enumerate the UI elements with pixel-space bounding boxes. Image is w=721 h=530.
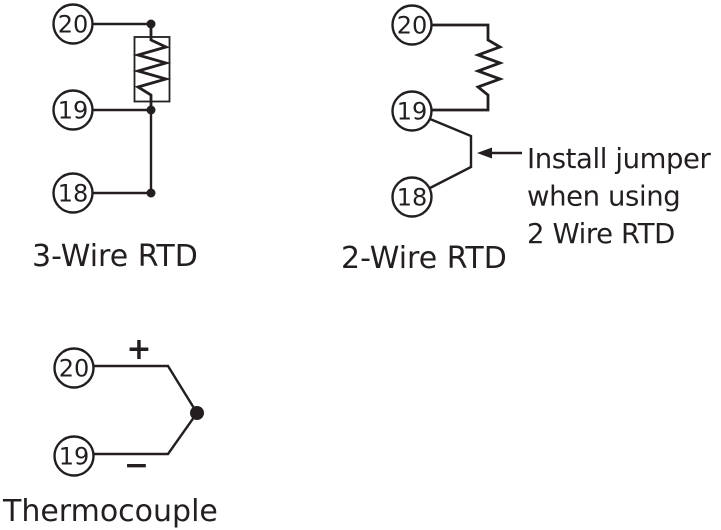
three-wire-rtd-diagram: 20 19 18 3-Wire RTD — [32, 3, 198, 274]
terminal-label: 20 — [58, 11, 89, 39]
resistor-zigzag — [132, 24, 172, 110]
section-label-three-wire-rtd: 3-Wire RTD — [32, 239, 198, 274]
terminal-circle-19 — [391, 90, 433, 132]
terminal-label: 18 — [58, 180, 89, 208]
terminal-circle-18 — [391, 176, 433, 218]
thermocouple-junction-dot — [190, 406, 204, 420]
jumper-wire — [429, 117, 473, 190]
section-label-thermocouple: Thermocouple — [2, 494, 218, 529]
minus-sign: − — [124, 448, 149, 483]
terminal-circle-20 — [53, 347, 95, 389]
thermocouple-diagram: 20 19 + − Thermocouple — [2, 332, 218, 529]
terminal-label: 20 — [397, 12, 428, 40]
terminal-label: 19 — [59, 443, 90, 471]
terminal-label: 18 — [397, 184, 428, 212]
two-wire-rtd-diagram: 20 19 18 Install jumper when using 2 Wir… — [341, 4, 712, 276]
terminal-circle-18 — [52, 172, 94, 214]
terminal-circle-20 — [52, 3, 94, 45]
terminal-label: 19 — [397, 98, 428, 126]
junction-dot — [146, 105, 156, 115]
jumper-note-line-1: Install jumper — [527, 143, 712, 175]
section-label-two-wire-rtd: 2-Wire RTD — [341, 241, 507, 276]
jumper-note-line-3: 2 Wire RTD — [527, 218, 675, 250]
wire — [93, 364, 199, 456]
junction-dot — [146, 19, 156, 29]
terminal-label: 20 — [59, 355, 90, 383]
arrow-head-icon — [477, 147, 492, 159]
terminal-circle-20 — [391, 4, 433, 46]
terminal-label: 19 — [58, 97, 89, 125]
jumper-note-line-2: when using — [527, 181, 680, 213]
terminal-circle-19 — [52, 89, 94, 131]
junction-dot — [146, 188, 156, 198]
resistor-zigzag — [431, 23, 505, 112]
plus-sign: + — [126, 332, 151, 367]
terminal-circle-19 — [53, 435, 95, 477]
